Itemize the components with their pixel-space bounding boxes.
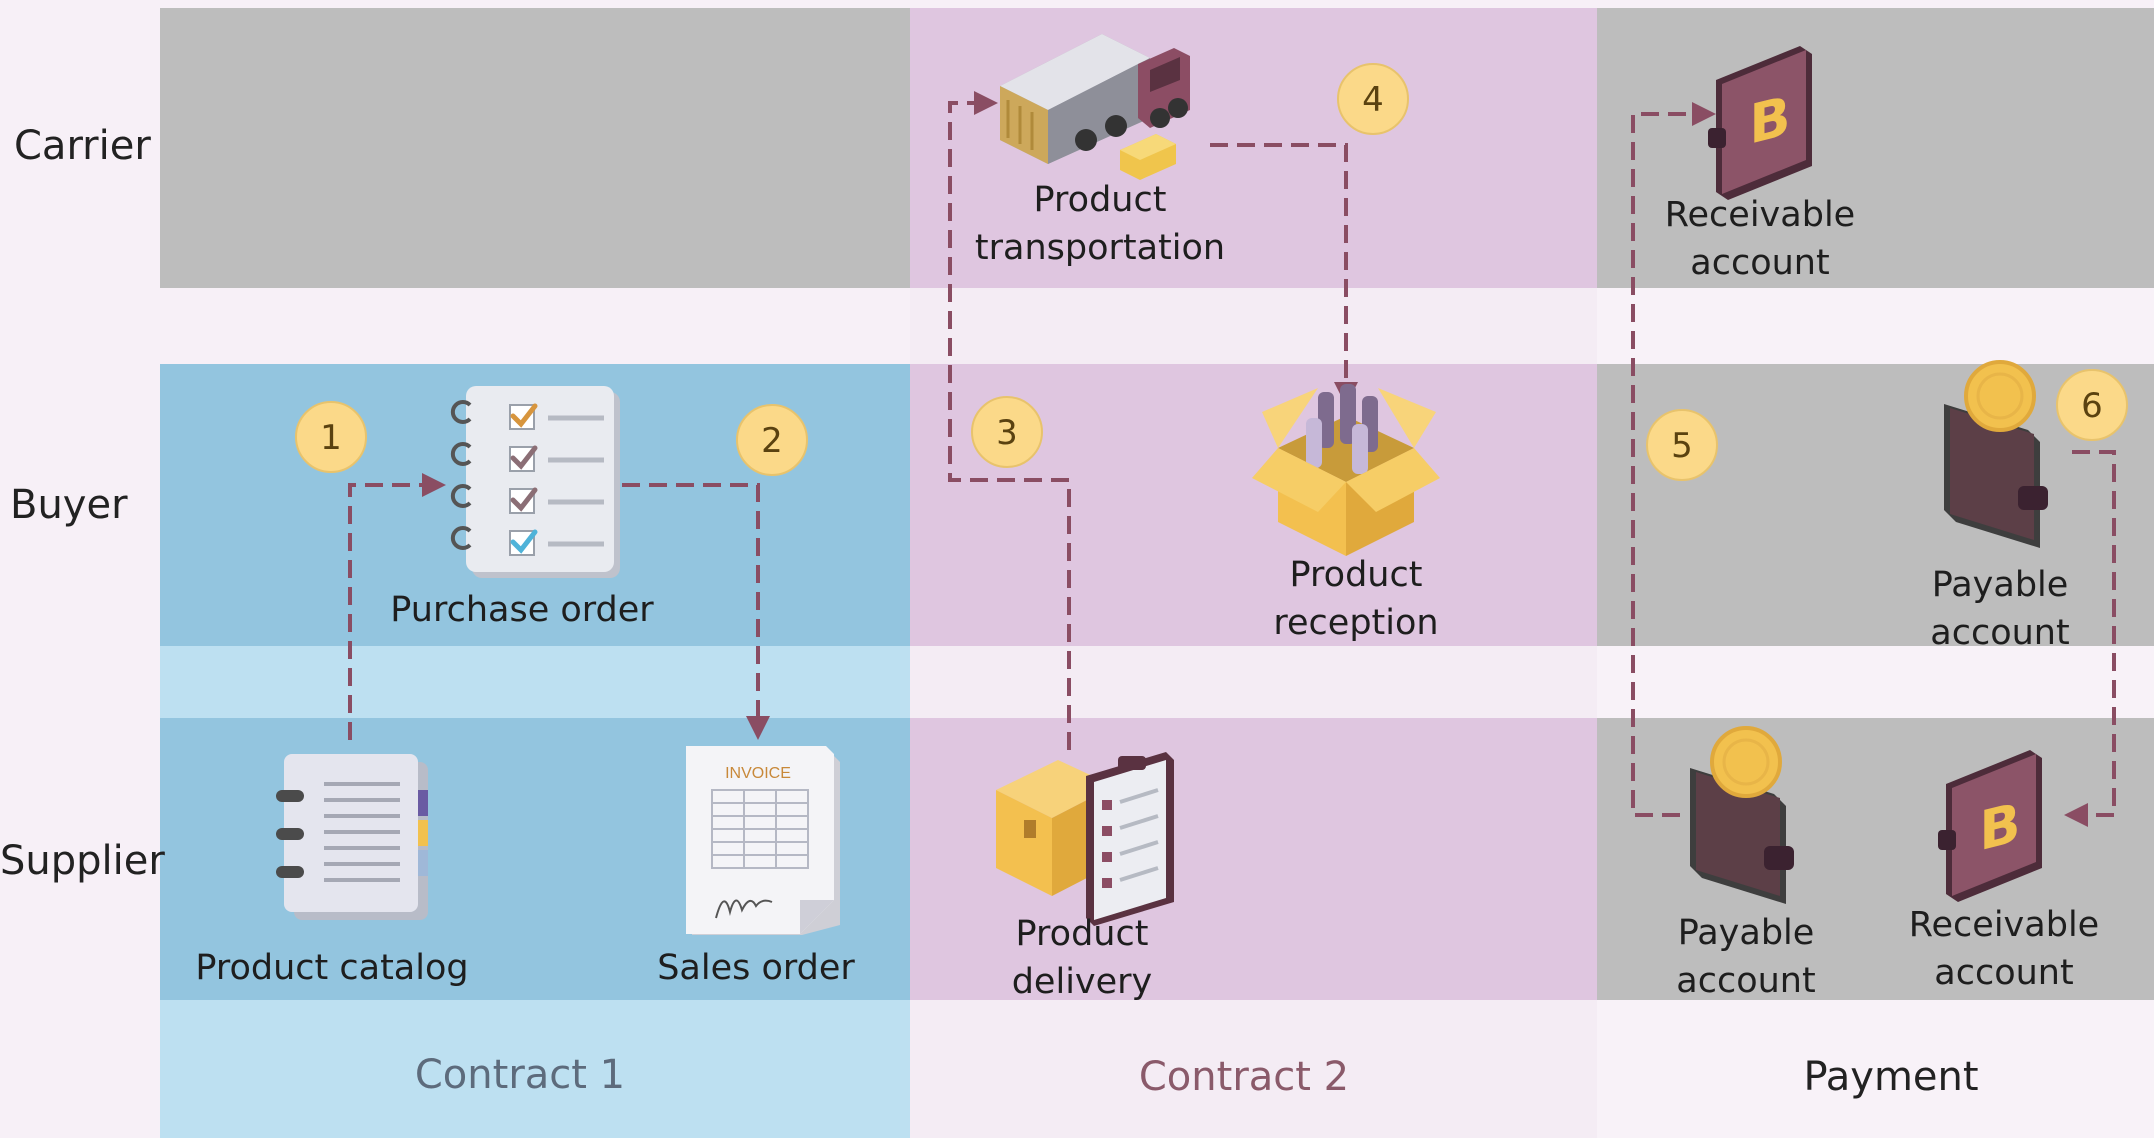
step-number: 2 <box>761 421 783 461</box>
bitcoin-symbol: B <box>1749 83 1790 156</box>
band-gap1-contract2 <box>910 288 1597 364</box>
step-number: 5 <box>1671 426 1693 466</box>
step-number: 1 <box>320 418 342 458</box>
checklist-icon <box>450 386 620 578</box>
product-reception-label-line1: Product <box>1290 555 1423 595</box>
column-label-contract2: Contract 2 <box>1139 1054 1349 1100</box>
receivable-account-supplier-label-line2: account <box>1934 953 2073 993</box>
product-delivery-label-line1: Product <box>1016 914 1149 954</box>
purchase-order-node: Purchase order <box>390 386 654 630</box>
step-badges: 1 2 3 4 5 6 <box>295 63 2128 481</box>
connector-purchase-order-to-sales-order <box>622 483 770 740</box>
band-carrier-contract1 <box>160 8 910 288</box>
row-label-supplier: Supplier <box>0 838 165 884</box>
connectors <box>348 91 2116 827</box>
step-number: 3 <box>996 413 1018 453</box>
column-label-payment: Payment <box>1803 1054 1978 1100</box>
step-badge-5: 5 <box>1646 409 1718 481</box>
band-gap2-contract1 <box>160 646 910 718</box>
step-badge-2: 2 <box>736 404 808 476</box>
product-transportation-label-line1: Product <box>1034 180 1167 220</box>
connector-catalog-to-purchase-order <box>348 473 446 740</box>
payable-account-supplier-node: Payable account <box>1676 726 1816 1001</box>
step-badge-1: 1 <box>295 401 367 473</box>
band-footer-contract2 <box>910 1000 1597 1138</box>
step-badge-4: 4 <box>1337 63 1409 135</box>
payable-account-buyer-label-line2: account <box>1930 613 2069 653</box>
step-number: 6 <box>2081 386 2103 426</box>
invoice-icon: INVOICE <box>686 746 840 935</box>
bitcoin-ledger-icon: B <box>1938 750 2042 902</box>
payable-account-buyer-label-line1: Payable <box>1932 565 2069 605</box>
product-catalog-node: Product catalog <box>195 754 469 988</box>
wallet-coin-icon <box>1944 360 2048 548</box>
band-footer-contract1 <box>160 1000 910 1138</box>
product-reception-label-line2: reception <box>1273 603 1438 643</box>
invoice-header-text: INVOICE <box>725 765 791 782</box>
product-catalog-label: Product catalog <box>195 948 468 988</box>
catalog-binder-icon <box>276 754 428 920</box>
receivable-account-supplier-node: B Receivable account <box>1909 750 2099 993</box>
sales-order-node: INVOICE Sales order <box>657 746 855 988</box>
product-delivery-node: Product delivery <box>996 752 1174 1002</box>
purchase-order-label: Purchase order <box>390 590 654 630</box>
payable-account-supplier-label-line2: account <box>1676 961 1815 1001</box>
product-delivery-label-line2: delivery <box>1012 962 1153 1002</box>
open-box-icon <box>1252 384 1440 556</box>
band-footer-payment <box>1597 1000 2154 1138</box>
product-reception-node: Product reception <box>1252 384 1440 643</box>
row-label-carrier: Carrier <box>14 123 151 169</box>
connector-buyer-payable-to-supplier-receivable <box>2064 450 2116 827</box>
row-label-buyer: Buyer <box>10 482 128 528</box>
receivable-account-carrier-label-line1: Receivable <box>1665 195 1855 235</box>
payable-account-supplier-label-line1: Payable <box>1678 913 1815 953</box>
product-transportation-label-line2: transportation <box>975 228 1225 268</box>
step-badge-3: 3 <box>971 396 1043 468</box>
step-badge-6: 6 <box>2056 369 2128 441</box>
band-gap2-payment <box>1597 646 2154 718</box>
band-gap1-contract1 <box>160 288 910 364</box>
payable-account-buyer-node: Payable account <box>1930 360 2070 653</box>
band-gap1-payment <box>1597 288 2154 364</box>
truck-icon <box>1000 34 1190 180</box>
connector-supplier-payable-to-carrier-receivable <box>1631 102 1716 817</box>
band-carrier-payment <box>1597 8 2154 288</box>
product-transportation-node: Product transportation <box>975 34 1225 268</box>
bitcoin-symbol: B <box>1979 790 2020 863</box>
delivery-box-clipboard-icon <box>996 752 1174 926</box>
receivable-account-carrier-node: B Receivable account <box>1665 46 1855 283</box>
bitcoin-ledger-icon: B <box>1708 46 1812 200</box>
wallet-coin-icon <box>1690 726 1794 904</box>
band-gap2-contract2 <box>910 646 1597 718</box>
column-label-contract1: Contract 1 <box>415 1052 625 1098</box>
band-supplier-payment <box>1597 718 2154 1000</box>
receivable-account-supplier-label-line1: Receivable <box>1909 905 2099 945</box>
connector-transportation-to-reception <box>1210 143 1358 406</box>
receivable-account-carrier-label-line2: account <box>1690 243 1829 283</box>
connector-delivery-to-transportation <box>948 91 1071 750</box>
sales-order-label: Sales order <box>657 948 855 988</box>
step-number: 4 <box>1362 80 1384 120</box>
